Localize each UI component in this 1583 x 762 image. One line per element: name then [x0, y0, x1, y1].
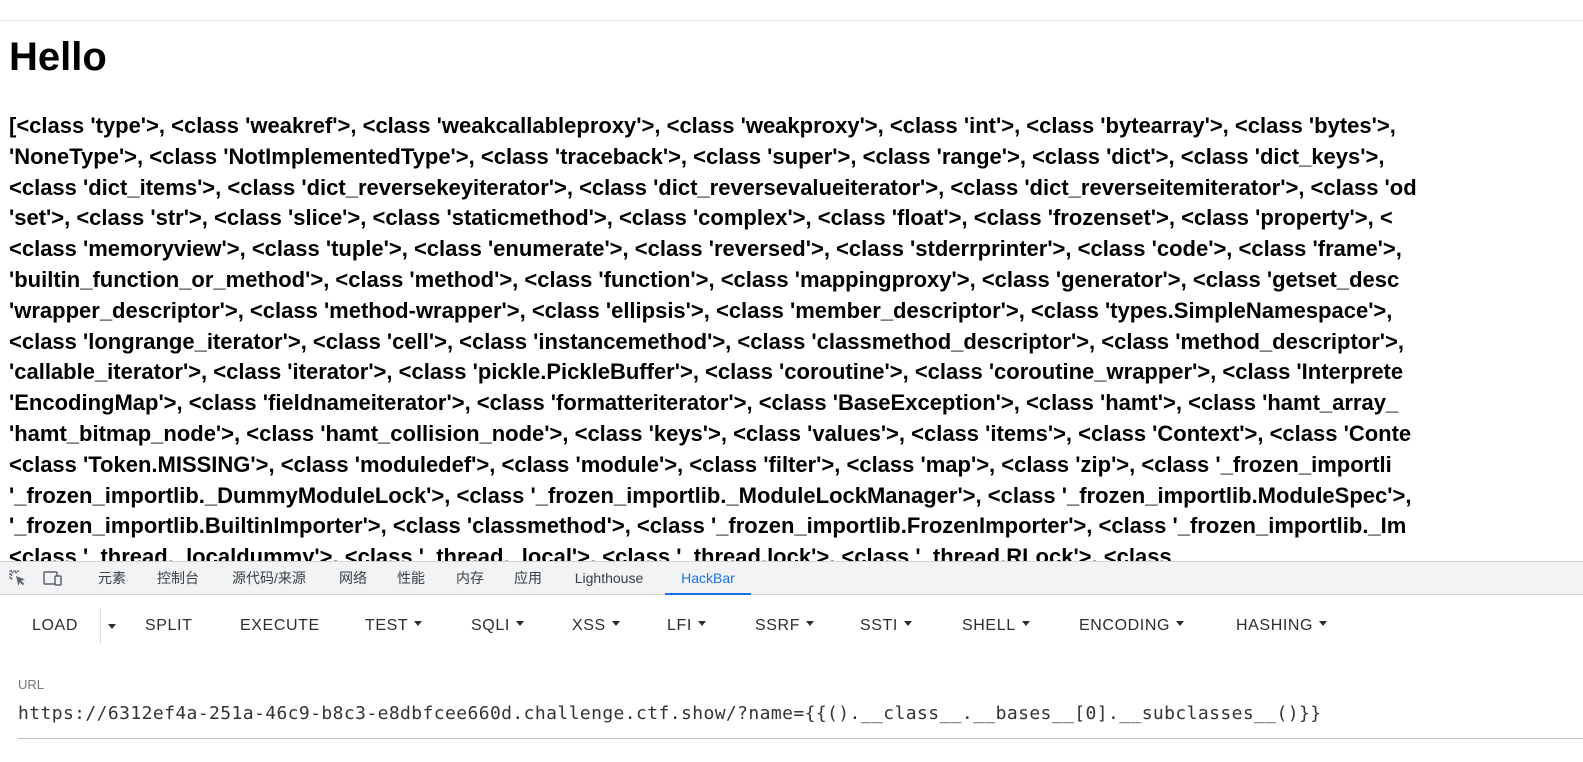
- output-line: <class '_thread._localdummy'>, <class '_…: [9, 544, 1172, 561]
- inspect-element-icon[interactable]: [9, 570, 27, 587]
- hashing-menu-label: HASHING: [1236, 617, 1314, 634]
- encoding-menu[interactable]: ENCODING: [1079, 610, 1185, 642]
- output-line: [<class 'type'>, <class 'weakref'>, <cla…: [9, 113, 1396, 138]
- url-field-underline: [18, 738, 1583, 739]
- chevron-down-icon: [515, 621, 524, 627]
- tab-sources[interactable]: 源代码/来源: [232, 570, 306, 586]
- hashing-menu[interactable]: HASHING: [1236, 610, 1328, 642]
- test-menu[interactable]: TEST: [365, 610, 423, 642]
- ssrf-menu[interactable]: SSRF: [755, 610, 815, 642]
- tab-memory[interactable]: 内存: [456, 570, 484, 586]
- tab-hackbar[interactable]: HackBar: [665, 562, 751, 595]
- page-viewport: Hello [<class 'type'>, <class 'weakref'>…: [0, 21, 1583, 561]
- output-line: 'builtin_function_or_method'>, <class 'm…: [9, 266, 1400, 292]
- tab-performance[interactable]: 性能: [397, 570, 425, 586]
- chevron-down-icon: [1319, 621, 1328, 627]
- output-line: 'NoneType'>, <class 'NotImplementedType'…: [9, 143, 1385, 169]
- output-line: 'callable_iterator'>, <class 'iterator'>…: [9, 359, 1404, 385]
- load-divider: [100, 608, 101, 644]
- chevron-down-icon: [1021, 621, 1030, 627]
- tab-network[interactable]: 网络: [339, 570, 367, 586]
- page-title: Hello: [9, 35, 107, 79]
- load-dropdown-icon[interactable]: [108, 624, 116, 629]
- tab-elements[interactable]: 元素: [98, 570, 126, 586]
- ssrf-menu-label: SSRF: [755, 617, 801, 634]
- tab-console[interactable]: 控制台: [157, 570, 199, 586]
- ssti-menu-label: SSTI: [860, 617, 898, 634]
- shell-menu-label: SHELL: [962, 617, 1016, 634]
- device-toolbar-icon[interactable]: [43, 570, 62, 587]
- lfi-menu-label: LFI: [667, 617, 692, 634]
- url-label: URL: [18, 677, 45, 692]
- output-line: <class 'longrange_iterator'>, <class 'ce…: [9, 328, 1404, 354]
- devtools-tab-strip: 元素 控制台 源代码/来源 网络 性能 内存 应用 Lighthouse Hac…: [0, 561, 1583, 595]
- output-line: 'set'>, <class 'str'>, <class 'slice'>, …: [9, 205, 1393, 231]
- output-line: '_frozen_importlib.BuiltinImporter'>, <c…: [9, 513, 1407, 539]
- top-divider: [0, 20, 1583, 21]
- subclasses-output: [<class 'type'>, <class 'weakref'>, <cla…: [9, 111, 1583, 561]
- output-line: '_frozen_importlib._DummyModuleLock'>, <…: [9, 482, 1412, 508]
- output-line: <class 'memoryview'>, <class 'tuple'>, <…: [9, 236, 1402, 262]
- chevron-down-icon: [806, 621, 815, 627]
- split-button[interactable]: SPLIT: [145, 617, 193, 634]
- chevron-down-icon: [414, 621, 423, 627]
- chevron-down-icon: [611, 621, 620, 627]
- test-menu-label: TEST: [365, 617, 409, 634]
- output-line: <class 'Token.MISSING'>, <class 'moduled…: [9, 451, 1392, 477]
- sqli-menu[interactable]: SQLI: [471, 610, 524, 642]
- output-line: 'wrapper_descriptor'>, <class 'method-wr…: [9, 297, 1393, 323]
- lfi-menu[interactable]: LFI: [667, 610, 706, 642]
- sqli-menu-label: SQLI: [471, 617, 510, 634]
- tab-application[interactable]: 应用: [514, 570, 542, 586]
- chevron-down-icon: [697, 621, 706, 627]
- load-button[interactable]: LOAD: [32, 617, 78, 634]
- chevron-down-icon: [903, 621, 912, 627]
- shell-menu[interactable]: SHELL: [962, 610, 1030, 642]
- xss-menu-label: XSS: [572, 617, 606, 634]
- hackbar-panel: LOAD SPLIT EXECUTE TEST SQLI XSS LFI SSR…: [0, 595, 1583, 762]
- execute-button[interactable]: EXECUTE: [240, 617, 320, 634]
- chevron-down-icon: [1176, 621, 1185, 627]
- xss-menu[interactable]: XSS: [572, 610, 620, 642]
- output-line: 'EncodingMap'>, <class 'fieldnameiterato…: [9, 390, 1399, 416]
- output-line: 'hamt_bitmap_node'>, <class 'hamt_collis…: [9, 420, 1412, 446]
- tab-lighthouse[interactable]: Lighthouse: [574, 570, 644, 586]
- encoding-menu-label: ENCODING: [1079, 617, 1171, 634]
- ssti-menu[interactable]: SSTI: [860, 610, 912, 642]
- output-line: <class 'dict_items'>, <class 'dict_rever…: [9, 174, 1417, 200]
- url-field[interactable]: https://6312ef4a-251a-46c9-b8c3-e8dbfcee…: [18, 703, 1322, 724]
